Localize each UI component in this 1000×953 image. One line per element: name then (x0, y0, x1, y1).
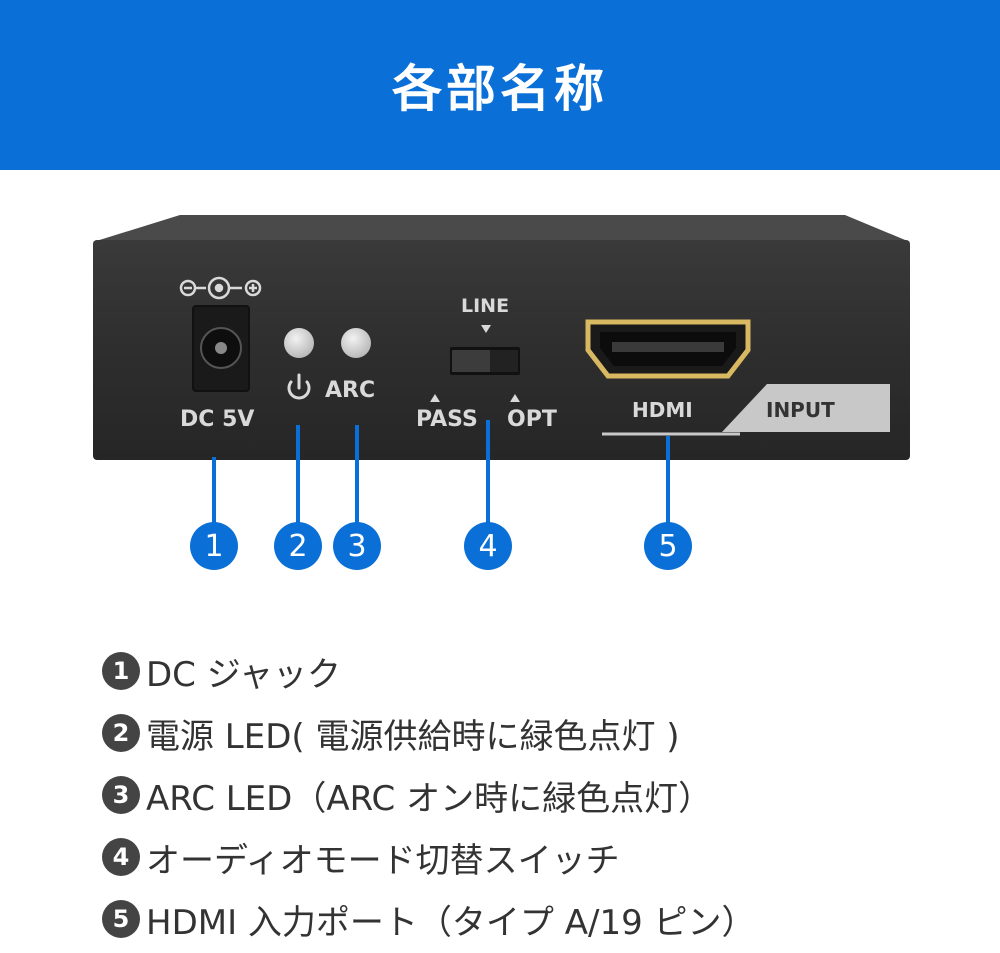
opt-arrow-icon (510, 394, 520, 402)
list-number-badge: 3 (102, 776, 140, 814)
dc-5v-label: DC 5V (180, 407, 255, 432)
part-description: 電源 LED( 電源供給時に緑色点灯 ) (146, 716, 680, 757)
part-description: ARC LED（ARC オン時に緑色点灯） (146, 778, 713, 819)
pass-arrow-icon (430, 394, 440, 402)
dc-jack (192, 305, 250, 392)
list-number-badge: 4 (102, 838, 140, 876)
callout-lines (212, 420, 670, 525)
power-led (284, 328, 314, 358)
line-arrow-icon (481, 325, 491, 333)
callout-badge-1: 1 (190, 522, 238, 570)
part-description: オーディオモード切替スイッチ (146, 840, 620, 881)
list-number-badge: 5 (102, 900, 140, 938)
device-top-edge (93, 215, 910, 242)
arc-label: ARC (325, 378, 376, 403)
header-banner: 各部名称 (0, 0, 1000, 170)
hdmi-port (585, 319, 751, 379)
callout-badge-5: 5 (644, 522, 692, 570)
callout-badge-2: 2 (274, 522, 322, 570)
parts-list: 1 DC ジャック 2 電源 LED( 電源供給時に緑色点灯 ) 3 ARC L… (102, 640, 756, 950)
pass-label: PASS (416, 407, 478, 432)
callout-badge-4: 4 (464, 522, 512, 570)
arc-led (341, 328, 371, 358)
list-item: 3 ARC LED（ARC オン時に緑色点灯） (102, 764, 756, 826)
part-description: DC ジャック (146, 654, 342, 695)
list-number-badge: 1 (102, 652, 140, 690)
list-item: 4 オーディオモード切替スイッチ (102, 826, 756, 888)
line-label: LINE (461, 295, 510, 317)
device-front-panel (93, 215, 910, 525)
device-illustration: DC 5V ARC LINE PASS OPT HDMI INPUT 1 2 3… (0, 170, 1000, 610)
opt-label: OPT (507, 407, 557, 432)
list-item: 5 HDMI 入力ポート（タイプ A/19 ピン） (102, 888, 756, 950)
input-tab (722, 384, 890, 432)
mode-switch (450, 347, 520, 375)
list-number-badge: 2 (102, 714, 140, 752)
dc-polarity-icon (179, 276, 262, 300)
list-item: 2 電源 LED( 電源供給時に緑色点灯 ) (102, 702, 756, 764)
part-description: HDMI 入力ポート（タイプ A/19 ピン） (146, 902, 756, 943)
input-label: INPUT (766, 398, 835, 422)
callout-badge-3: 3 (333, 522, 381, 570)
page-title: 各部名称 (392, 60, 608, 118)
list-item: 1 DC ジャック (102, 640, 756, 702)
power-icon (287, 373, 311, 400)
hdmi-label: HDMI (632, 398, 693, 422)
